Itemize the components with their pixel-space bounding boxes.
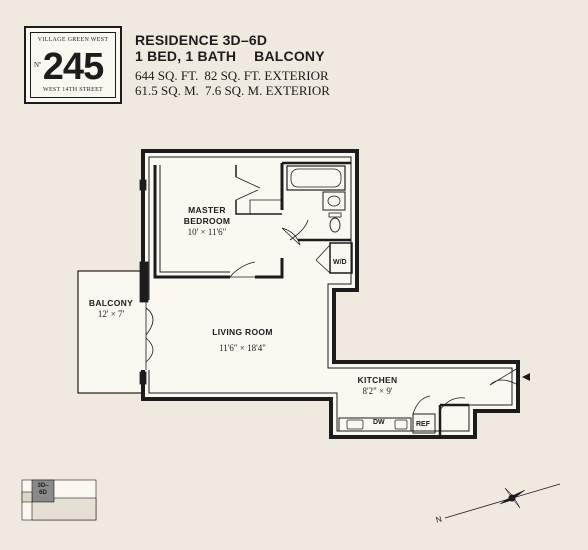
residence-layout-line: 1 BED, 1 BATH BALCONY bbox=[135, 48, 330, 64]
sqft-interior: 644 SQ. FT. bbox=[135, 68, 199, 83]
badge-frame: VILLAGE GREEN WEST Nº 245 WEST 14TH STRE… bbox=[30, 32, 116, 98]
area-sqm-line: 61.5 SQ. M. 7.6 SQ. M. EXTERIOR bbox=[135, 83, 330, 98]
compass-rose bbox=[444, 483, 561, 519]
kitchen-fixtures bbox=[338, 367, 519, 437]
master-bedroom-name-1: MASTER bbox=[188, 205, 226, 215]
badge-number-mark: Nº bbox=[34, 61, 42, 69]
area-sqft-line: 644 SQ. FT. 82 SQ. FT. EXTERIOR bbox=[135, 68, 330, 83]
dishwasher-label: DW bbox=[373, 419, 385, 426]
sqft-exterior: 82 SQ. FT. EXTERIOR bbox=[204, 68, 329, 83]
residence-feature: BALCONY bbox=[254, 48, 325, 64]
living-room-dims: 11'6" × 18'4" bbox=[219, 343, 266, 353]
west-windows bbox=[139, 175, 150, 385]
key-plan bbox=[21, 479, 97, 521]
badge-bottom-text: WEST 14TH STREET bbox=[42, 87, 104, 93]
master-bedroom-label: MASTER BEDROOM 10' × 11'6" bbox=[177, 205, 237, 238]
living-room-label: LIVING ROOM 11'6" × 18'4" bbox=[195, 327, 290, 354]
washer-dryer-closet bbox=[315, 242, 353, 274]
master-bedroom-name-2: BEDROOM bbox=[183, 216, 231, 226]
bathroom bbox=[282, 161, 351, 242]
refrigerator-label: REF bbox=[416, 421, 430, 428]
exterior-walls bbox=[141, 149, 520, 439]
key-plan-unit-line-2: 6D bbox=[39, 490, 47, 496]
kitchen-dims: 8'2" × 9' bbox=[362, 386, 393, 396]
living-door-swing bbox=[229, 261, 256, 278]
kitchen-label: KITCHEN 8'2" × 9' bbox=[345, 375, 410, 397]
sqm-interior: 61.5 SQ. M. bbox=[135, 83, 199, 98]
kitchen-name: KITCHEN bbox=[357, 375, 398, 385]
bedroom-closet bbox=[235, 165, 282, 215]
sqm-exterior: 7.6 SQ. M. EXTERIOR bbox=[204, 83, 330, 98]
badge-number: 245 bbox=[42, 46, 104, 88]
residence-title: RESIDENCE 3D–6D bbox=[135, 32, 268, 48]
bedroom-walls bbox=[153, 163, 284, 279]
entry-arrow bbox=[522, 373, 530, 381]
key-plan-unit-line-1: 3D– bbox=[37, 483, 49, 489]
unit-floor bbox=[143, 151, 518, 437]
bedroom-door-swing bbox=[281, 227, 301, 246]
master-bedroom-dims: 10' × 11'6" bbox=[187, 227, 227, 237]
balcony-door-swing bbox=[145, 300, 154, 370]
badge-top-text: VILLAGE GREEN WEST bbox=[37, 37, 109, 43]
balcony-dims: 12' × 7' bbox=[97, 309, 125, 319]
living-room-name: LIVING ROOM bbox=[212, 327, 273, 337]
balcony-name: BALCONY bbox=[88, 298, 134, 308]
washer-dryer-label: W/D bbox=[333, 259, 347, 266]
residence-header: RESIDENCE 3D–6D 1 BED, 1 BATH BALCONY 644… bbox=[135, 32, 330, 98]
balcony-label: BALCONY 12' × 7' bbox=[82, 298, 140, 320]
residence-layout: 1 BED, 1 BATH bbox=[135, 48, 237, 64]
key-plan-unit-label: 3D– 6D bbox=[33, 483, 53, 497]
building-badge: VILLAGE GREEN WEST Nº 245 WEST 14TH STRE… bbox=[24, 26, 122, 104]
balcony-area bbox=[77, 270, 145, 394]
